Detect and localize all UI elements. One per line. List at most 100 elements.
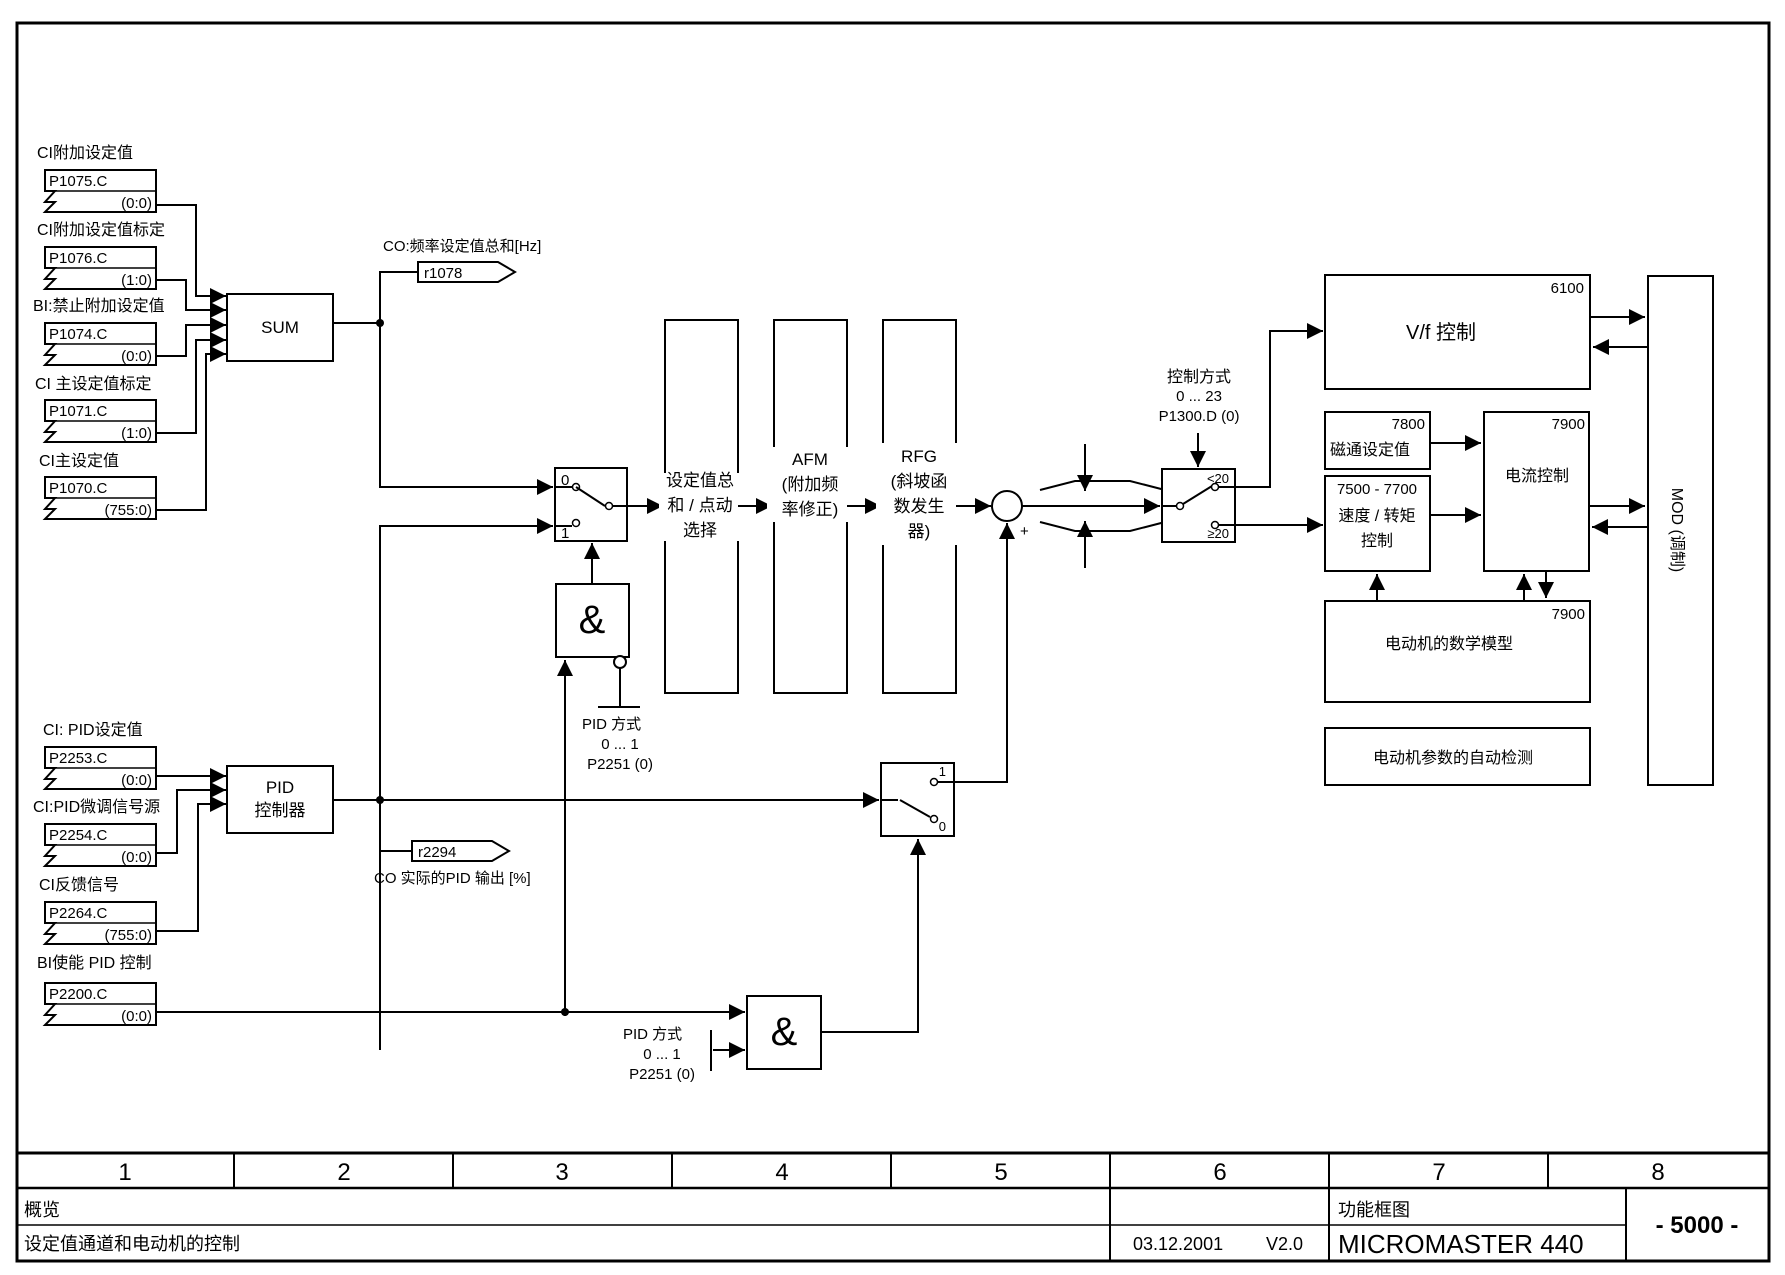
block-setpoint-select: 设定值总 和 / 点动 选择 <box>659 319 744 694</box>
block-vf-control: 6100 V/f 控制 <box>1324 274 1591 390</box>
column-number: 5 <box>994 1159 1007 1186</box>
param-code: P1074.C <box>49 326 108 343</box>
param-code: P2200.C <box>49 986 108 1003</box>
input-feedback: CI反馈信号 P2264.C (755:0) <box>39 876 157 945</box>
block-number: 7900 <box>1552 416 1585 433</box>
block-number: 6100 <box>1551 280 1584 297</box>
param-pid-mode-upper: PID 方式 0 ... 1 P2251 (0) <box>582 716 653 773</box>
overview-label: 概览 <box>24 1200 60 1220</box>
param-code: P1071.C <box>49 403 108 420</box>
pid-to-switch1-wire <box>379 518 553 1050</box>
block-current-control: 7900 电流控制 <box>1483 411 1590 572</box>
switch-pid-bypass: 1 0 <box>880 762 955 837</box>
column-number: 2 <box>337 1159 350 1186</box>
param-pid-mode-lower: PID 方式 0 ... 1 P2251 (0) <box>623 1026 695 1083</box>
column-number: 1 <box>118 1159 131 1186</box>
block-text: 电动机参数的自动检测 <box>1373 749 1533 767</box>
block-text: (斜坡函 <box>891 472 948 491</box>
pid-to-sum-wire <box>954 523 1015 783</box>
switch-pos-0: 0 <box>561 472 569 489</box>
block-text: 速度 / 转矩 <box>1338 507 1415 525</box>
column-number: 6 <box>1213 1159 1226 1186</box>
switch-pos-label: 1 <box>939 764 946 779</box>
input-label: CI附加设定值 <box>37 144 133 162</box>
param-code: P1076.C <box>49 250 108 267</box>
input-label: BI使能 PID 控制 <box>37 954 152 972</box>
sum-output-wires <box>333 271 553 495</box>
input-pid-trim: CI:PID微调信号源 P2254.C (0:0) <box>33 798 160 867</box>
input-label: CI反馈信号 <box>39 876 119 894</box>
input-label: CI: PID设定值 <box>43 721 143 739</box>
param-code: P1075.C <box>49 173 108 190</box>
block-text: 电动机的数学模型 <box>1385 635 1513 653</box>
doc-date: 03.12.2001 <box>1133 1234 1223 1254</box>
block-number: 7500 - 7700 <box>1337 481 1417 498</box>
junction-dot <box>561 1008 569 1016</box>
param-control-mode: 控制方式 0 ... 23 P1300.D (0) <box>1159 368 1240 425</box>
and-symbol: & <box>579 598 606 642</box>
input-main-setpoint-scale: CI 主设定值标定 P1071.C (1:0) <box>35 375 157 443</box>
pid-output-wires <box>333 792 879 852</box>
block-text: 控制器 <box>255 801 306 820</box>
param-value: (755:0) <box>104 502 152 519</box>
block-text: MOD (调制) <box>1668 488 1686 572</box>
summing-junction: + <box>991 490 1029 540</box>
input-label: CI主设定值 <box>39 452 119 470</box>
output-r2294: r2294 CO 实际的PID 输出 [%] <box>374 840 531 887</box>
input-main-setpoint: CI主设定值 P1070.C (755:0) <box>39 452 157 520</box>
column-number: 4 <box>775 1159 788 1186</box>
block-text: RFG <box>901 447 937 466</box>
block-number: 7800 <box>1392 416 1425 433</box>
param-line: 0 ... 1 <box>643 1046 681 1063</box>
block-auto-detect: 电动机参数的自动检测 <box>1324 727 1591 786</box>
param-line: 控制方式 <box>1167 368 1231 386</box>
input-add-setpoint-scale: CI附加设定值标定 P1076.C (1:0) <box>37 221 165 290</box>
block-text: 数发生 <box>894 497 945 516</box>
output-param: r1078 <box>424 265 462 282</box>
input-add-setpoint: CI附加设定值 P1075.C (0:0) <box>37 144 157 213</box>
param-value: (0:0) <box>121 772 152 789</box>
switch-pos-1: 1 <box>561 525 569 542</box>
input-disable-add-setpoint: BI:禁止附加设定值 P1074.C (0:0) <box>33 297 165 366</box>
block-flux-setpoint: 7800 磁通设定值 <box>1324 411 1431 470</box>
param-line: 0 ... 1 <box>601 736 639 753</box>
pid-input-wires <box>156 768 226 932</box>
block-number: 7900 <box>1552 606 1585 623</box>
param-value: (0:0) <box>121 348 152 365</box>
param-line: PID 方式 <box>623 1026 682 1043</box>
junction-dot <box>376 796 384 804</box>
output-r1078: CO:频率设定值总和[Hz] r1078 <box>383 238 541 283</box>
block-text: 电流控制 <box>1505 467 1569 485</box>
param-value: (0:0) <box>121 1008 152 1025</box>
pid-enable-wires <box>156 839 926 1071</box>
block-text: AFM <box>792 450 828 469</box>
param-value: (0:0) <box>121 195 152 212</box>
block-text: 率修正) <box>782 500 839 519</box>
switch-control-mode: <20 ≥20 <box>1161 468 1236 543</box>
param-code: P1070.C <box>49 480 108 497</box>
input-label: CI 主设定值标定 <box>35 375 151 393</box>
switch-pos-label: ≥20 <box>1207 526 1229 541</box>
block-mod: MOD (调制) <box>1647 275 1714 786</box>
output-label: CO 实际的PID 输出 [%] <box>374 870 531 887</box>
input-label: BI:禁止附加设定值 <box>33 297 165 315</box>
plus-sign: + <box>1020 523 1029 540</box>
block-text: PID <box>266 778 294 797</box>
pid-controller-block: PID 控制器 <box>226 765 334 834</box>
block-rfg: RFG (斜坡函 数发生 器) <box>876 319 963 694</box>
input-label: CI附加设定值标定 <box>37 221 165 239</box>
input-label: CI:PID微调信号源 <box>33 798 160 816</box>
page-subtitle: 设定值通道和电动机的控制 <box>24 1234 240 1254</box>
block-afm: AFM (附加频 率修正) <box>767 319 854 694</box>
param-line: P1300.D (0) <box>1159 408 1240 425</box>
block-motor-model: 7900 电动机的数学模型 <box>1324 600 1591 703</box>
param-value: (755:0) <box>104 927 152 944</box>
block-text: 磁通设定值 <box>1330 441 1410 459</box>
input-pid-enable: BI使能 PID 控制 P2200.C (0:0) <box>37 954 157 1026</box>
switch-pos-label: <20 <box>1207 471 1229 486</box>
block-text: 选择 <box>683 521 717 540</box>
doc-version: V2.0 <box>1266 1234 1303 1254</box>
param-code: P2264.C <box>49 905 108 922</box>
switch-pos-label: 0 <box>939 819 946 834</box>
